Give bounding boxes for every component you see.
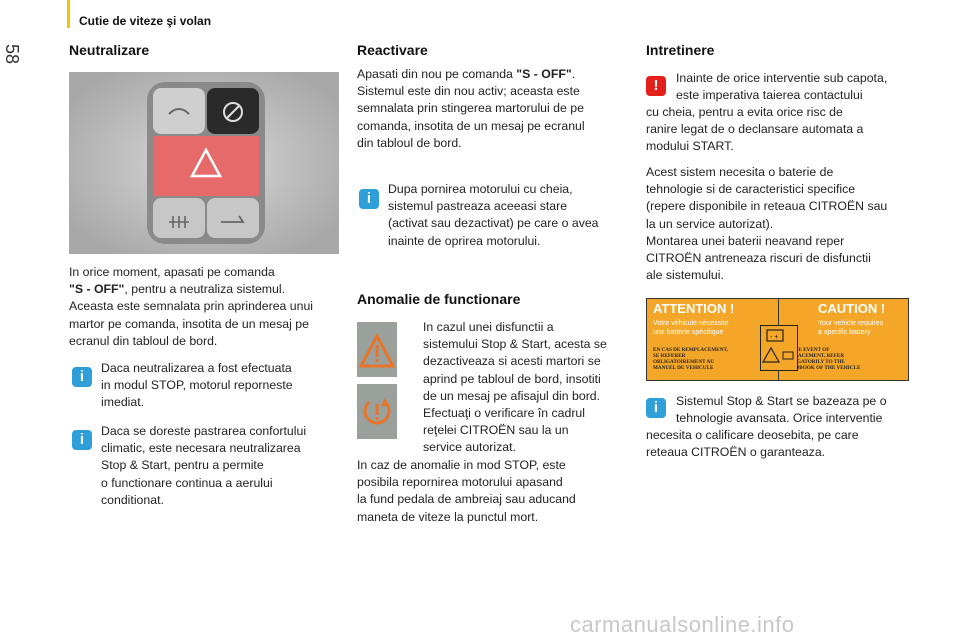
battery-paragraph: Acest sistem necesita o baterie de tehno…: [646, 164, 921, 284]
info-icon: i: [646, 398, 666, 418]
page-header-title: Cutie de viteze şi volan: [79, 14, 212, 28]
reactivare-paragraph: Apasati din nou pe comanda "S - OFF". Si…: [357, 66, 632, 152]
text-line: conditionat.: [101, 492, 164, 507]
label-right-panel: CAUTION ! Your vehicle requires a specif…: [778, 299, 908, 380]
text-line: la un service autorizat).: [646, 216, 774, 231]
text-line: tehnologie si de caracteristici specific…: [646, 182, 856, 197]
text-line: Sistemul Stop & Start se bazeaza pe o: [676, 394, 887, 408]
svg-text:- +: - +: [770, 334, 778, 341]
text-line: ale sistemului.: [646, 268, 724, 283]
text-line: dezactiveaza si acesti martori se: [423, 354, 601, 369]
text-line: In cazul unei disfunctii a: [423, 320, 554, 334]
text-line: Aceasta este semnalata prin aprinderea u…: [69, 299, 314, 314]
text-line: Dupa pornirea motorului cu cheia,: [388, 182, 573, 196]
label-left-small: EN CAS DE REMPLACEMENT, SE REFERER OBLIG…: [653, 347, 728, 371]
text-line: este imperativa taierea contactului: [676, 88, 863, 103]
page-number: 58: [2, 44, 22, 65]
text-line: climatic, este necesara neutralizarea: [101, 441, 301, 456]
text-line: reţelei CITROËN sau la un: [423, 423, 569, 438]
battery-warning-label: ATTENTION ! Votre véhicule nécessite une…: [646, 298, 909, 381]
text-line: martor pe comanda, insotita de un mesaj …: [69, 316, 309, 331]
text-line: imediat.: [101, 395, 145, 410]
label-right-title: CAUTION !: [818, 301, 886, 316]
text-line: de un mesaj pe afisajul din bord.: [423, 388, 601, 403]
text-line: semnalata prin stingerea martorului de p…: [357, 101, 584, 116]
text-line: Efectuaţi o verificare în cadrul: [423, 406, 585, 421]
info-note-technology-tail: necesita o calificare deosebita, pe care…: [646, 427, 916, 461]
warning-note-tail: cu cheia, pentru a evita orice risc de r…: [646, 104, 916, 156]
text-line: comanda, insotita de un mesaj pe ecranul: [357, 118, 585, 133]
warning-note-lines: Inainte de orice interventie sub capota,…: [676, 70, 916, 104]
text-line: maneta de viteze la punctul mort.: [357, 509, 539, 524]
text-line: Acest sistem necesita o baterie de: [646, 165, 834, 179]
stop-start-switch-photo: [69, 72, 339, 254]
text-line: Daca neutralizarea a fost efectuata: [101, 361, 292, 375]
text-line: aprind pe tabloul de bord, insotiti: [423, 371, 601, 386]
text-line: reteaua CITROËN o garanteaza.: [646, 445, 826, 460]
label-right-sub: a specific battery: [818, 329, 871, 336]
info-note-climatic: Daca se doreste pastrarea confortului cl…: [101, 423, 341, 509]
info-icon: i: [72, 367, 92, 387]
text-line: CITROËN antreneaza riscuri de disfunctii: [646, 251, 871, 266]
text-line: cu cheia, pentru a evita orice risc de: [646, 105, 843, 119]
text-line: service autorizat.: [423, 440, 516, 455]
label-right-small: IN THE EVENT OF REPLACEMENT, REFER OBLIG…: [784, 347, 861, 371]
label-right-sub: Your vehicle requires: [818, 320, 884, 327]
watermark: carmanualsonline.info: [570, 612, 795, 637]
text-line: la fund pedala de ambreiaj sau aducand: [357, 492, 576, 507]
text-line: ranire legat de o declansare automata a: [646, 122, 864, 137]
label-left-sub: Votre véhicule nécessite: [653, 320, 729, 327]
text-line: posibila repornirea motorului apasand: [357, 475, 563, 490]
text-line: inainte de oprirea motorului.: [388, 233, 541, 248]
heading-reactivare: Reactivare: [357, 42, 428, 58]
info-icon: i: [72, 430, 92, 450]
text-line: modului START.: [646, 139, 734, 154]
anomalie-stop-paragraph: In caz de anomalie in mod STOP, este pos…: [357, 457, 632, 526]
text-line: (activat sau dezactivat) pe care o avea: [388, 216, 599, 231]
info-note-reactivare: Dupa pornirea motorului cu cheia, sistem…: [388, 181, 638, 250]
info-note-technology: Sistemul Stop & Start se bazeaza pe o te…: [676, 393, 916, 427]
text-line: sistemului Stop & Start, acesta se: [423, 337, 607, 352]
header-accent-bar: [67, 0, 70, 28]
anomalie-paragraph: In cazul unei disfunctii a sistemului St…: [423, 319, 633, 457]
text-line: Montarea unei baterii neavand reper: [646, 233, 845, 248]
warning-exclamation-icon: !: [646, 76, 666, 96]
text-line: In orice moment, apasati pe comanda: [69, 265, 275, 279]
text-line: tehnologie avansata. Orice interventie: [676, 411, 883, 426]
text-line: Apasati din nou pe comanda "S - OFF".: [357, 67, 576, 81]
text-line: sistemul pastreaza aceeasi stare: [388, 199, 568, 214]
text-line: din tabloul de bord.: [357, 135, 462, 150]
text-line: o functionare continua a aerului: [101, 475, 273, 490]
heading-intretinere: Intretinere: [646, 42, 715, 58]
text-line: ecranul din tabloul de bord.: [69, 333, 218, 348]
heading-neutralizare: Neutralizare: [69, 42, 150, 58]
text-line: in modul STOP, motorul reporneste: [101, 378, 293, 393]
text-line: Daca se doreste pastrarea confortului: [101, 424, 307, 438]
text-line: In caz de anomalie in mod STOP, este: [357, 458, 566, 472]
heading-anomalie: Anomalie de functionare: [357, 291, 521, 307]
text-line: Inainte de orice interventie sub capota,: [676, 71, 888, 85]
info-icon: i: [359, 189, 379, 209]
neutralizare-paragraph: In orice moment, apasati pe comanda "S -…: [69, 264, 344, 350]
text-line: Sistemul este din nou activ; aceasta est…: [357, 84, 580, 99]
text-line: "S - OFF", pentru a neutraliza sistemul.: [69, 282, 286, 297]
label-left-title: ATTENTION !: [653, 301, 735, 316]
text-line: Stop & Start, pentru a permite: [101, 458, 264, 473]
warning-triangle-icon: [357, 322, 397, 377]
label-left-sub: une batterie spécifique: [653, 329, 724, 336]
stop-start-fault-icon: [357, 384, 397, 439]
text-line: necesita o calificare deosebita, pe care: [646, 428, 859, 442]
info-note-neutralizare-stop: Daca neutralizarea a fost efectuata in m…: [101, 360, 341, 412]
text-line: (repere disponibile in reteaua CITROËN s…: [646, 199, 888, 214]
battery-symbol-icon: - +: [760, 325, 798, 371]
